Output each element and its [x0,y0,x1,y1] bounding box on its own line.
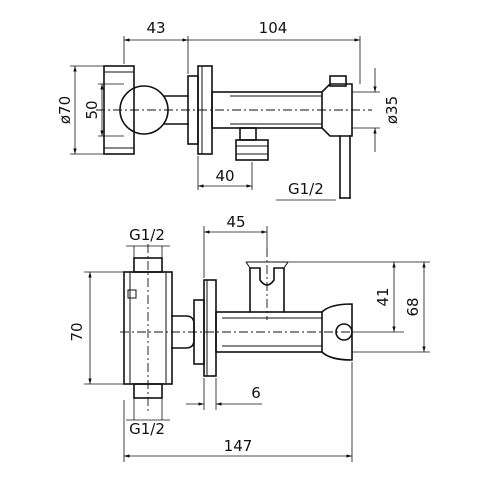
dim-68: 68 [404,297,422,316]
shower-holder [249,267,285,313]
thread-stub-bottom [133,383,163,399]
outlet-neck [239,127,257,141]
dim-45: 45 [226,213,245,231]
thread-label-top: G1/2 [129,226,165,244]
dim-6: 6 [251,384,261,402]
thread-label-top-view: G1/2 [288,180,324,198]
dim-d35: ø35 [383,96,401,124]
mixer-body-side [215,311,323,353]
valve-ball [119,85,169,135]
lever-cap [329,75,347,87]
mixer-body [211,91,323,129]
dim-70-side: 70 [68,322,86,341]
valve-body-outline [103,65,135,155]
outlet-connector [235,139,269,161]
dim-147: 147 [224,437,253,455]
dim-41: 41 [374,287,392,306]
dim-50: 50 [83,100,101,119]
side-view: G1/2 45 70 41 68 6 G1/2 [68,213,430,462]
wall-plate-side [203,279,217,377]
thread-stub-top [133,257,163,273]
thread-label-bottom: G1/2 [129,420,165,438]
lever-handle [320,83,353,137]
dim-43: 43 [146,19,165,37]
top-view: 43 104 ø70 50 ø35 40 G1/2 [56,19,401,201]
dim-104: 104 [259,19,288,37]
dim-40: 40 [215,167,234,185]
dim-d70: ø70 [56,96,74,124]
